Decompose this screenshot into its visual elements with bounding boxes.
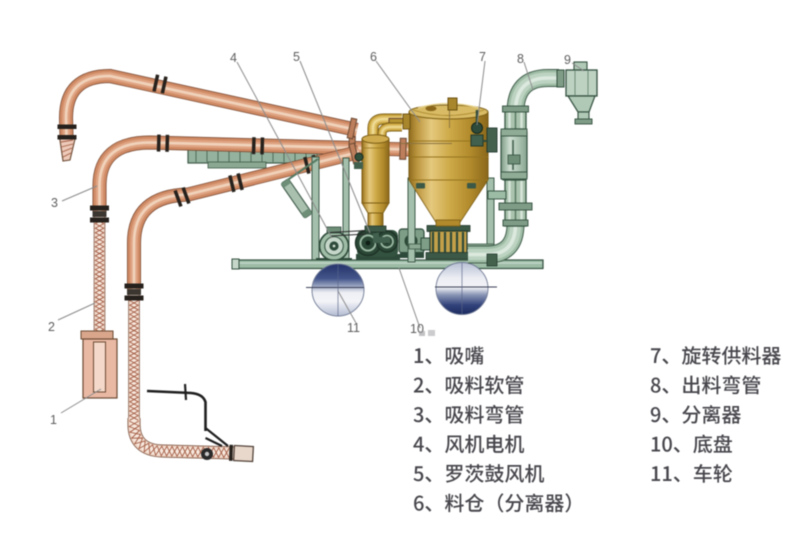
svg-text:8: 8 [517,52,524,66]
svg-text:1: 1 [50,413,57,427]
svg-text:6: 6 [370,50,377,64]
svg-text:3: 3 [51,196,58,210]
svg-text:9: 9 [564,53,571,67]
svg-text:4: 4 [230,51,237,65]
svg-text:7: 7 [479,50,486,64]
svg-text:5: 5 [293,50,300,64]
svg-text:11: 11 [347,321,360,335]
svg-text:2: 2 [48,320,55,334]
